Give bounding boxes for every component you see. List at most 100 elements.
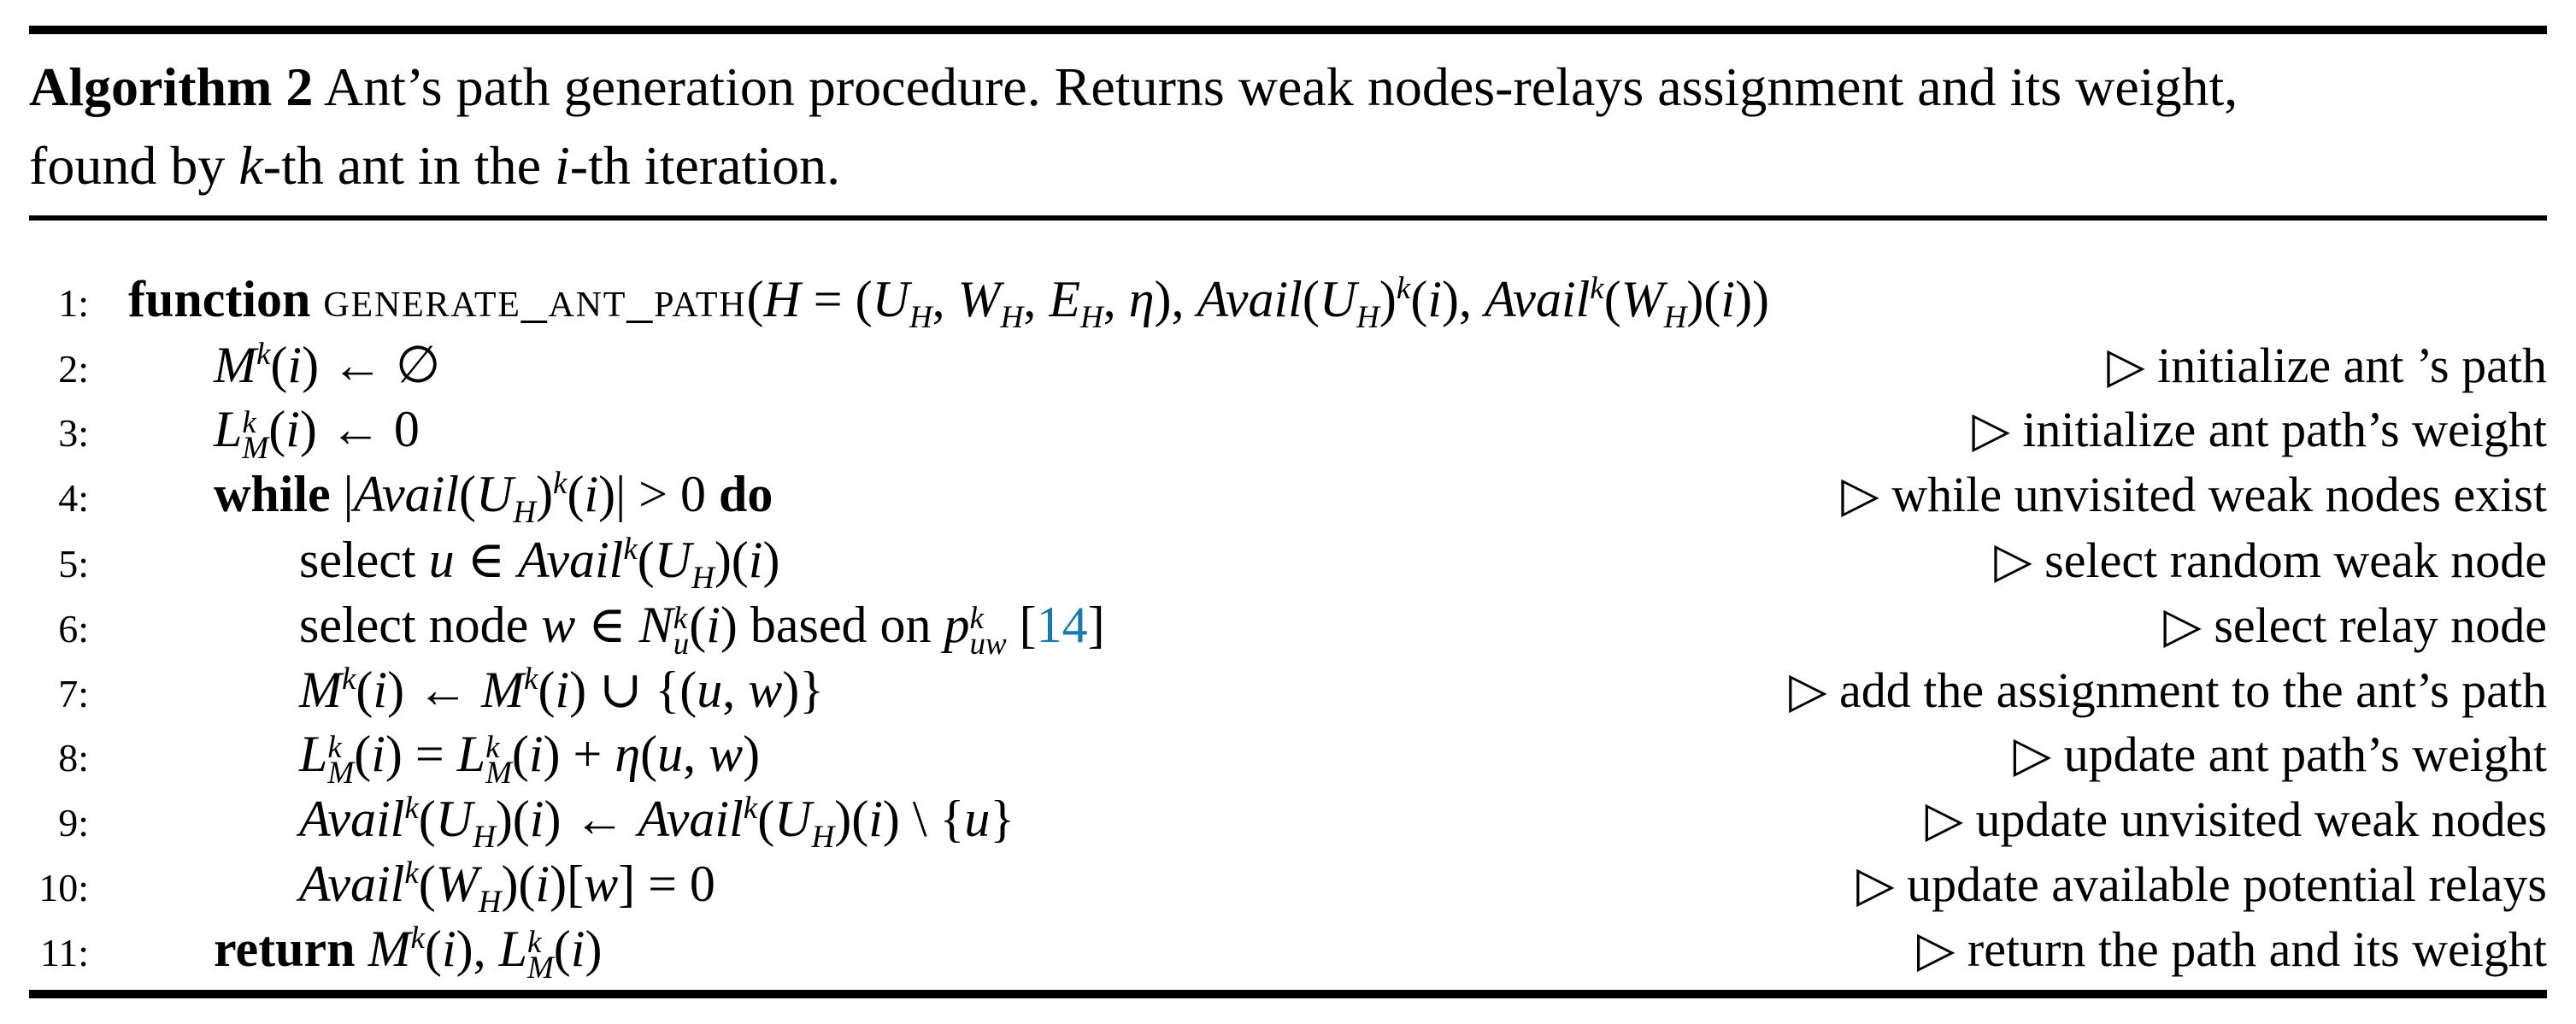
code-content: function generate_ant_path(H = (UH, WH, … [128,270,1769,333]
token: ), [1441,271,1485,327]
line-comment: ▷ update available potential relays [1856,855,2547,913]
token: ] [1087,597,1105,653]
comment-triangle-icon: ▷ [2107,338,2145,393]
token: ( [689,597,707,653]
token: ( [270,337,288,393]
comment-text: initialize ant ’s path [2144,338,2547,393]
comment-triangle-icon: ▷ [1925,792,1964,847]
keyword: return [214,921,368,977]
comment-triangle-icon: ▷ [1972,402,2010,457]
code-content: Mk(i) ← ∅ [214,335,440,395]
token: , [932,271,958,327]
caption-line-2: found by k-th ant in the i-th iteration. [29,127,2547,205]
token: )[ [550,856,585,912]
token: H [473,820,496,855]
comment-triangle-icon: ▷ [1994,533,2032,588]
token: ( [356,662,373,718]
line-number: 2: [58,347,89,391]
token: ) ← 0 [299,401,420,457]
token: Avail [518,532,624,588]
token: H [1356,300,1379,335]
token: ) [585,921,603,977]
subscript: M [526,950,554,986]
token: k [553,466,568,501]
token: ( [757,791,775,847]
keyword: while [214,466,344,522]
token: N [638,597,673,653]
algo-line: 10:Availk(WH)(i)[w] = 0▷ update availabl… [29,855,2547,920]
token: ( [553,921,571,977]
caption-text: Ant’s path generation procedure. Returns… [313,56,2238,117]
token: L [498,921,527,977]
token: W [1620,271,1664,327]
token: -th iteration. [569,135,841,196]
superscript: k [969,601,984,636]
token: -th ant in the [262,135,555,196]
token: H [1080,300,1103,335]
token: ) [743,726,761,782]
token: i [287,337,303,393]
code-content: while |Avail(UH)k(i)| > 0 do [214,465,773,528]
token: ) [762,532,780,588]
comment-triangle-icon: ▷ [2013,727,2052,782]
token: ( [354,726,372,782]
token: Avail [638,791,744,847]
algorithm-body: 1:function generate_ant_path(H = (UH, WH… [29,270,2547,985]
token: ) = [385,726,457,782]
token: select [299,532,429,588]
citation-ref[interactable]: 14 [1036,597,1088,653]
token: Avail [1484,271,1591,327]
token: w [709,726,744,782]
comment-triangle-icon: ▷ [2163,597,2202,653]
token: p [944,597,970,653]
bottom-rule [29,990,2547,998]
function-name: generate_ant_path [323,271,747,327]
token: ) ← ∅ [302,337,441,393]
comment-text: update unvisited weak nodes [1963,792,2547,847]
token: ( [511,726,529,782]
code-content: Mk(i) ← Mk(i) ∪ {(u, w)} [299,660,824,720]
token: Avail [299,856,405,912]
token: U [774,791,812,847]
caption-line-1: Algorithm 2 Ant’s path generation proced… [29,48,2547,127]
subscript: M [242,431,269,467]
line-comment: ▷ return the path and its weight [1917,920,2547,978]
token: H [811,820,835,855]
superscript: k [242,405,256,440]
token: H [763,271,801,327]
algo-line: 5:select u ∈ Availk(UH)(i)▷ select rando… [29,530,2547,595]
line-comment: ▷ initialize ant ’s path [2107,336,2547,394]
token: M [368,921,411,977]
token: i [868,791,883,847]
token: ( [459,466,476,522]
token: k [341,662,356,697]
keyword: do [718,466,773,522]
token: i [371,726,385,782]
token: U [1319,271,1357,327]
token: i [555,662,570,718]
code-content: Availk(UH)(i) ← Availk(UH)(i) \ {u} [299,790,1015,853]
token: i [441,921,456,977]
superscript: k [485,730,500,765]
token: ( [1603,271,1621,327]
token: , [683,726,709,782]
token: Avail [353,466,459,522]
token: ) [1379,271,1397,327]
algo-line: 9:Availk(UH)(i) ← Availk(UH)(i) \ {u}▷ u… [29,790,2547,855]
token: i [535,856,550,912]
comment-text: select relay node [2201,597,2547,653]
line-number: 1: [58,281,89,325]
token: u [697,662,723,718]
token: W [435,856,479,912]
algo-line: 1:function generate_ant_path(H = (UH, WH… [29,270,2547,335]
superscript: k [327,730,342,765]
token: k [410,921,425,956]
algorithm-label: Algorithm 2 [29,56,314,117]
line-number: 8: [58,736,89,780]
